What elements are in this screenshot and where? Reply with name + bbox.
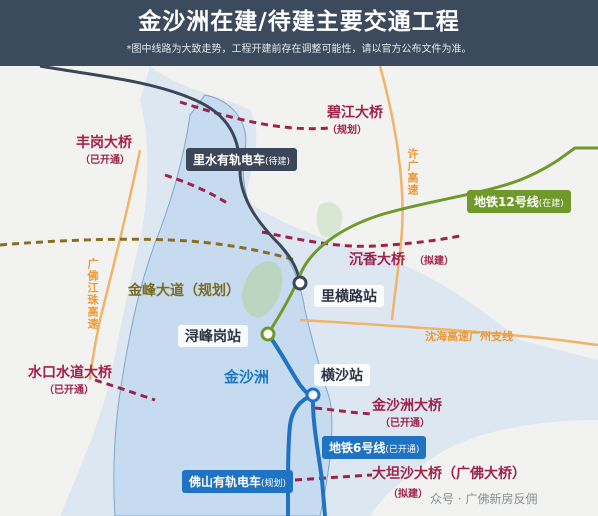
jinshazhou-bridge-status: （已开通） — [380, 418, 430, 429]
chenxiang-bridge-label: 沉香大桥 — [349, 252, 405, 268]
jinshazhou-bridge-line — [314, 406, 373, 416]
lishui-tram-status: (待建) — [265, 157, 291, 167]
bridge-lines — [94, 100, 461, 482]
shuikou-bridge-status: （已开通） — [44, 385, 94, 396]
bijiang-bridge-line — [179, 100, 331, 131]
shenhai-expressway-label: 沈海高速广州支线 — [425, 330, 513, 343]
fenggang-bridge-status: （已开通） — [80, 155, 130, 166]
lihenglu-station-marker[interactable] — [292, 275, 308, 291]
guangfojiang-expressway — [88, 149, 142, 381]
hengsha-station-label: 横沙站 — [314, 364, 370, 386]
shuikou-bridge-label: 水口水道大桥 — [28, 365, 112, 381]
shenhai-expressway — [299, 318, 598, 347]
datansha-bridge-label: 大坦沙大桥（广佛大桥） — [372, 466, 526, 482]
jinshazhou-island — [113, 94, 333, 516]
shuikou-bridge-line — [94, 378, 156, 402]
metro6-name: 地铁6号线 — [329, 441, 386, 455]
lishui-tram-pill[interactable]: 里水有轨电车(待建) — [186, 148, 298, 171]
watermark: 众号 · 广佛新房反佣 — [430, 492, 538, 506]
guangfojiang-expressway-label: 广佛江珠高速 — [86, 258, 99, 330]
xuguang-expressway — [378, 65, 404, 321]
bijiang-bridge-label: 碧江大桥 — [327, 105, 383, 121]
park-area — [241, 261, 283, 318]
jinshazhou-area-label: 金沙洲 — [224, 368, 270, 386]
metro6-status: (已开通) — [385, 445, 420, 455]
fenggang-bridge-line — [164, 173, 231, 207]
park-area-2 — [316, 202, 343, 238]
jinshazhou-bridge-label: 金沙洲大桥 — [372, 398, 442, 414]
header-banner: 金沙洲在建/待建主要交通工程 *图中线路为大致走势，工程开建前存在调整可能性，请… — [0, 0, 598, 66]
lishui-tram-name: 里水有轨电车 — [193, 153, 266, 167]
jinfeng-road-label: 金峰大道（规划） — [128, 283, 240, 299]
fenggang-bridge-label: 丰岗大桥 — [76, 135, 132, 151]
metro12-status: (在建) — [538, 199, 564, 209]
foshan-tram-name: 佛山有轨电车 — [189, 475, 262, 489]
xunfenggang-station-marker[interactable] — [260, 326, 276, 342]
hengsha-station-marker[interactable] — [305, 387, 321, 403]
foshan-tram-pill[interactable]: 佛山有轨电车(规划) — [182, 470, 294, 493]
xunfenggang-station-label: 浔峰岗站 — [178, 325, 248, 347]
page-title: 金沙洲在建/待建主要交通工程 — [138, 9, 460, 35]
metro12-name: 地铁12号线 — [474, 195, 539, 209]
bijiang-bridge-status: （规划） — [327, 125, 367, 136]
chenxiang-bridge-line — [261, 230, 461, 248]
disclaimer-note: *图中线路为大致走势，工程开建前存在调整可能性，请以官方公布文件为准。 — [126, 44, 472, 55]
chenxiang-bridge-status: （拟建） — [414, 256, 454, 267]
datansha-bridge-status: （拟建） — [388, 489, 428, 500]
metro6-pill[interactable]: 地铁6号线(已开通) — [322, 436, 427, 459]
metro12-pill[interactable]: 地铁12号线(在建) — [467, 190, 571, 213]
lihenglu-station-label: 里横路站 — [314, 285, 384, 307]
foshan-tram-status: (规划) — [261, 479, 287, 489]
jinfeng-road-line — [0, 237, 296, 262]
xuguang-expressway-label: 许广高速 — [406, 148, 419, 196]
